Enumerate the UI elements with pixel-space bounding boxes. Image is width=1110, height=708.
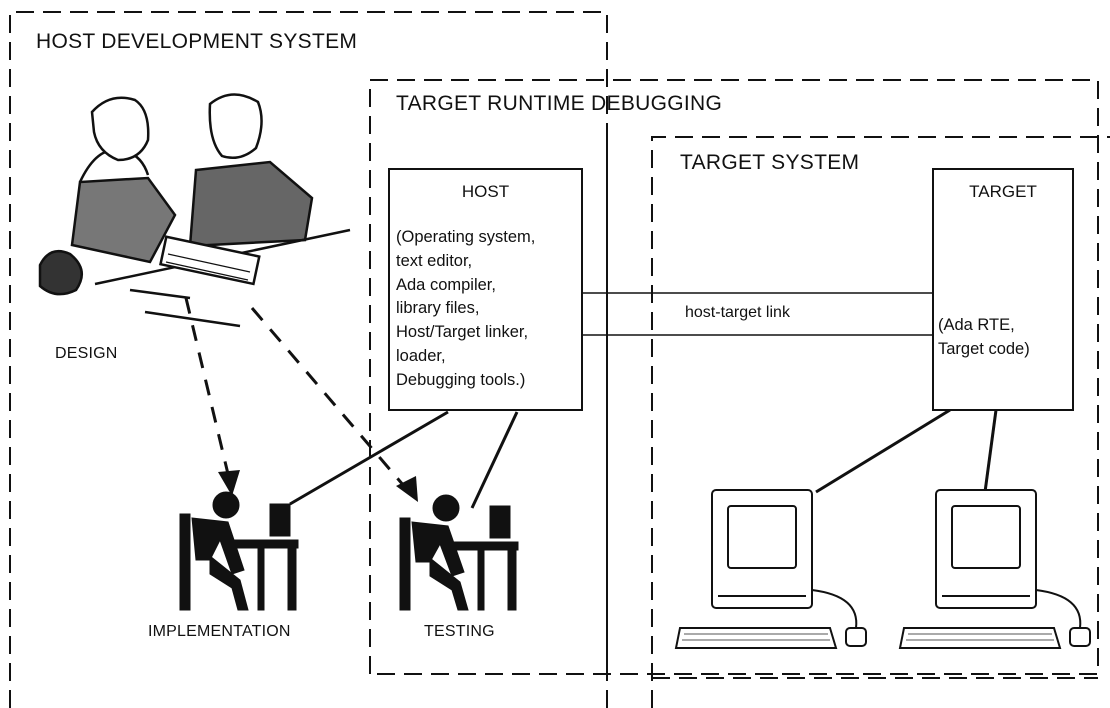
host-line: Ada compiler, [396, 275, 496, 294]
host-line: Host/Target linker, [396, 323, 529, 342]
computer-1-illustration [674, 489, 867, 649]
design-illustration [38, 93, 351, 328]
host-line: Debugging tools.) [396, 370, 526, 389]
line-host-to-testing [470, 411, 519, 509]
implementation-figure [179, 491, 299, 611]
host-line: loader, [396, 346, 446, 365]
host-line: text editor, [396, 251, 473, 270]
target-box-title: TARGET [969, 182, 1037, 201]
target-box: TARGET (Ada RTE, Target code) [932, 168, 1074, 411]
testing-caption: TESTING [424, 623, 495, 640]
design-caption: DESIGN [55, 345, 118, 362]
target-box-contents: (Ada RTE, Target code) [938, 314, 1068, 362]
computer-2-illustration [898, 489, 1091, 649]
target-system-border [651, 136, 1110, 708]
arrowhead-implementation [218, 470, 240, 496]
target-line: (Ada RTE, [938, 316, 1015, 334]
line-target-to-computer-2 [983, 409, 998, 493]
host-box-contents: (Operating system, text editor, Ada comp… [396, 226, 577, 393]
target-line: Target code) [938, 339, 1030, 358]
host-development-system-title: HOST DEVELOPMENT SYSTEM [36, 30, 358, 53]
line-host-to-implementation [289, 410, 449, 506]
line-target-to-computer-1 [815, 408, 951, 494]
testing-figure [399, 494, 519, 611]
host-line: (Operating system, [396, 228, 536, 246]
target-runtime-debugging-border [369, 79, 1099, 675]
implementation-caption: IMPLEMENTATION [148, 623, 291, 640]
target-runtime-debugging-title: TARGET RUNTIME DEBUGGING [396, 92, 723, 115]
host-target-link [580, 292, 932, 336]
host-target-link-label: host-target link [685, 304, 790, 321]
host-box: HOST (Operating system, text editor, Ada… [388, 168, 583, 411]
arrowhead-testing [396, 476, 418, 502]
target-system-title: TARGET SYSTEM [680, 151, 860, 174]
arrow-design-to-implementation [184, 297, 230, 475]
arrow-design-to-testing [250, 307, 406, 487]
host-line: library files, [396, 299, 480, 318]
host-box-title: HOST [461, 182, 510, 201]
